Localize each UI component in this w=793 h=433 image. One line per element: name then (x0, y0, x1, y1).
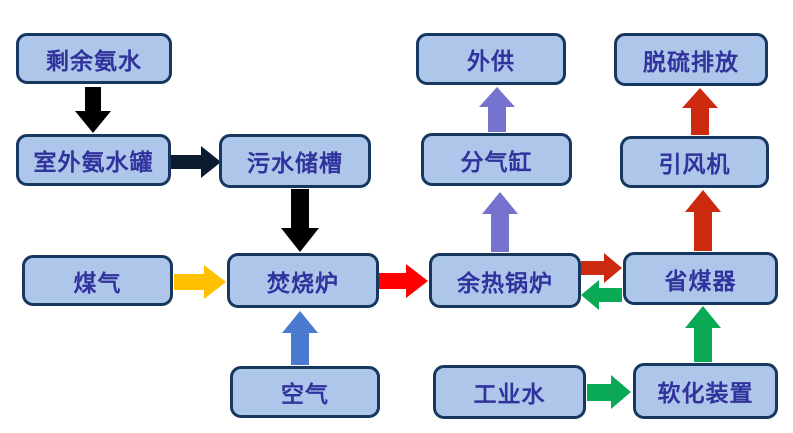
arrow-sewage-tank-to-incinerator (281, 189, 319, 252)
node-air: 空气 (230, 366, 380, 418)
arrow-induced-draft-fan-to-desulfurization (682, 88, 718, 135)
node-incinerator: 焚烧炉 (227, 253, 379, 308)
arrow-incinerator-to-waste-heat-boiler (379, 264, 428, 298)
node-sewage-tank: 污水储槽 (219, 134, 371, 188)
node-label: 室外氨水罐 (33, 149, 154, 176)
arrow-gas-cylinder-to-external-supply (479, 87, 515, 132)
arrow-air-to-incinerator (282, 311, 318, 365)
arrow-outdoor-tank-to-sewage-tank (171, 146, 221, 178)
node-label: 余热锅炉 (457, 269, 553, 297)
node-economizer: 省煤器 (623, 252, 778, 305)
arrow-coal-gas-to-incinerator (174, 265, 226, 299)
node-label: 外供 (467, 48, 515, 75)
node-label: 省煤器 (664, 267, 737, 295)
node-induced-draft-fan: 引风机 (620, 136, 769, 188)
node-outdoor-ammonia-tank: 室外氨水罐 (16, 134, 171, 186)
node-label: 引风机 (658, 151, 731, 178)
node-surplus-ammonia: 剩余氨水 (16, 33, 172, 84)
node-label: 工业水 (473, 381, 546, 408)
node-label: 煤气 (73, 269, 122, 297)
arrow-industrial-water-to-softening-device (587, 375, 631, 409)
node-label: 软化装置 (657, 380, 754, 407)
arrow-economizer-to-waste-heat-boiler (581, 280, 622, 310)
node-softening-device: 软化装置 (633, 363, 778, 419)
arrow-economizer-to-induced-draft-fan (685, 190, 721, 251)
node-label: 脱硫排放 (643, 48, 739, 76)
node-industrial-water: 工业水 (433, 365, 586, 419)
arrow-softening-device-to-economizer (685, 306, 721, 362)
arrow-surplus-ammonia-to-outdoor-tank (75, 87, 111, 133)
node-waste-heat-boiler: 余热锅炉 (429, 253, 581, 308)
node-label: 焚烧炉 (267, 269, 339, 297)
node-gas-cylinder: 分气缸 (421, 133, 572, 186)
node-label: 剩余氨水 (46, 47, 142, 75)
node-label: 分气缸 (460, 148, 533, 176)
node-label: 空气 (281, 381, 329, 408)
arrow-waste-heat-boiler-to-economizer (581, 253, 622, 283)
node-desulfurization-discharge: 脱硫排放 (614, 33, 768, 86)
node-external-supply: 外供 (416, 33, 566, 85)
arrow-waste-heat-boiler-to-gas-cylinder (482, 192, 518, 252)
node-coal-gas: 煤气 (22, 255, 173, 306)
node-label: 污水储槽 (247, 150, 343, 177)
